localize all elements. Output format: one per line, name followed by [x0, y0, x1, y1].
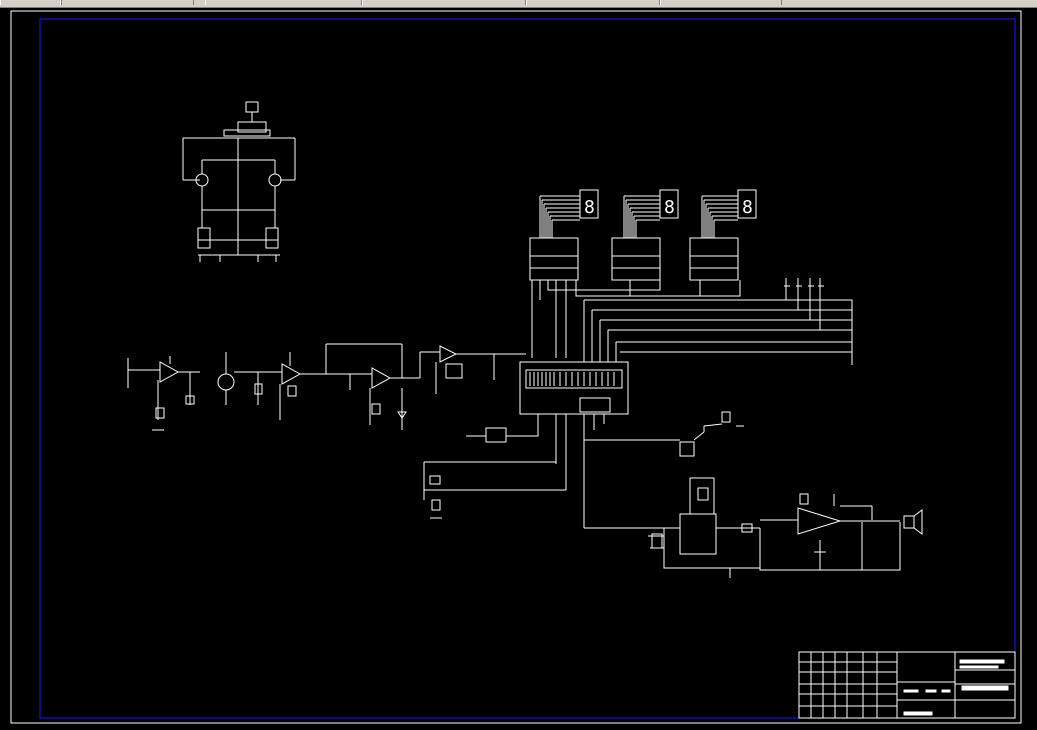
sheet-outer-border — [10, 10, 1022, 724]
title-block — [798, 651, 1016, 719]
toolbar-segment[interactable] — [660, 0, 782, 5]
toolbar-segment[interactable] — [60, 0, 194, 5]
svg-text:8: 8 — [664, 197, 675, 218]
reset-circuit — [423, 420, 566, 519]
op-amp-2 — [281, 363, 302, 385]
timer-ic — [679, 513, 717, 555]
sheet-inner-border — [39, 18, 1016, 719]
transistor — [217, 373, 235, 391]
display-driver-3: 8 — [689, 189, 757, 281]
toolbar-segment[interactable] — [205, 0, 362, 5]
microcontroller — [519, 361, 629, 528]
op-amp-3 — [371, 367, 392, 389]
svg-text:8: 8 — [742, 197, 753, 218]
display-driver-1: 8 — [529, 189, 599, 281]
bus-wiring — [531, 278, 853, 365]
bridge-circuit — [182, 101, 296, 262]
op-amp-1 — [159, 361, 180, 383]
display-driver-2: 8 — [611, 189, 679, 281]
toolbar — [0, 0, 1037, 8]
toolbar-segment[interactable] — [362, 0, 526, 5]
bridge-sensor-right — [268, 173, 282, 187]
drawing-canvas[interactable]: 8 8 8 — [0, 8, 1037, 730]
amplifier-chain — [127, 343, 526, 431]
power-amp — [797, 507, 842, 535]
audio-amplifier — [584, 477, 923, 578]
toolbar-segment[interactable] — [0, 0, 62, 5]
op-amp-4 — [439, 345, 458, 363]
buzzer-driver — [584, 411, 744, 457]
toolbar-segment[interactable] — [526, 0, 660, 5]
svg-text:8: 8 — [584, 197, 595, 218]
